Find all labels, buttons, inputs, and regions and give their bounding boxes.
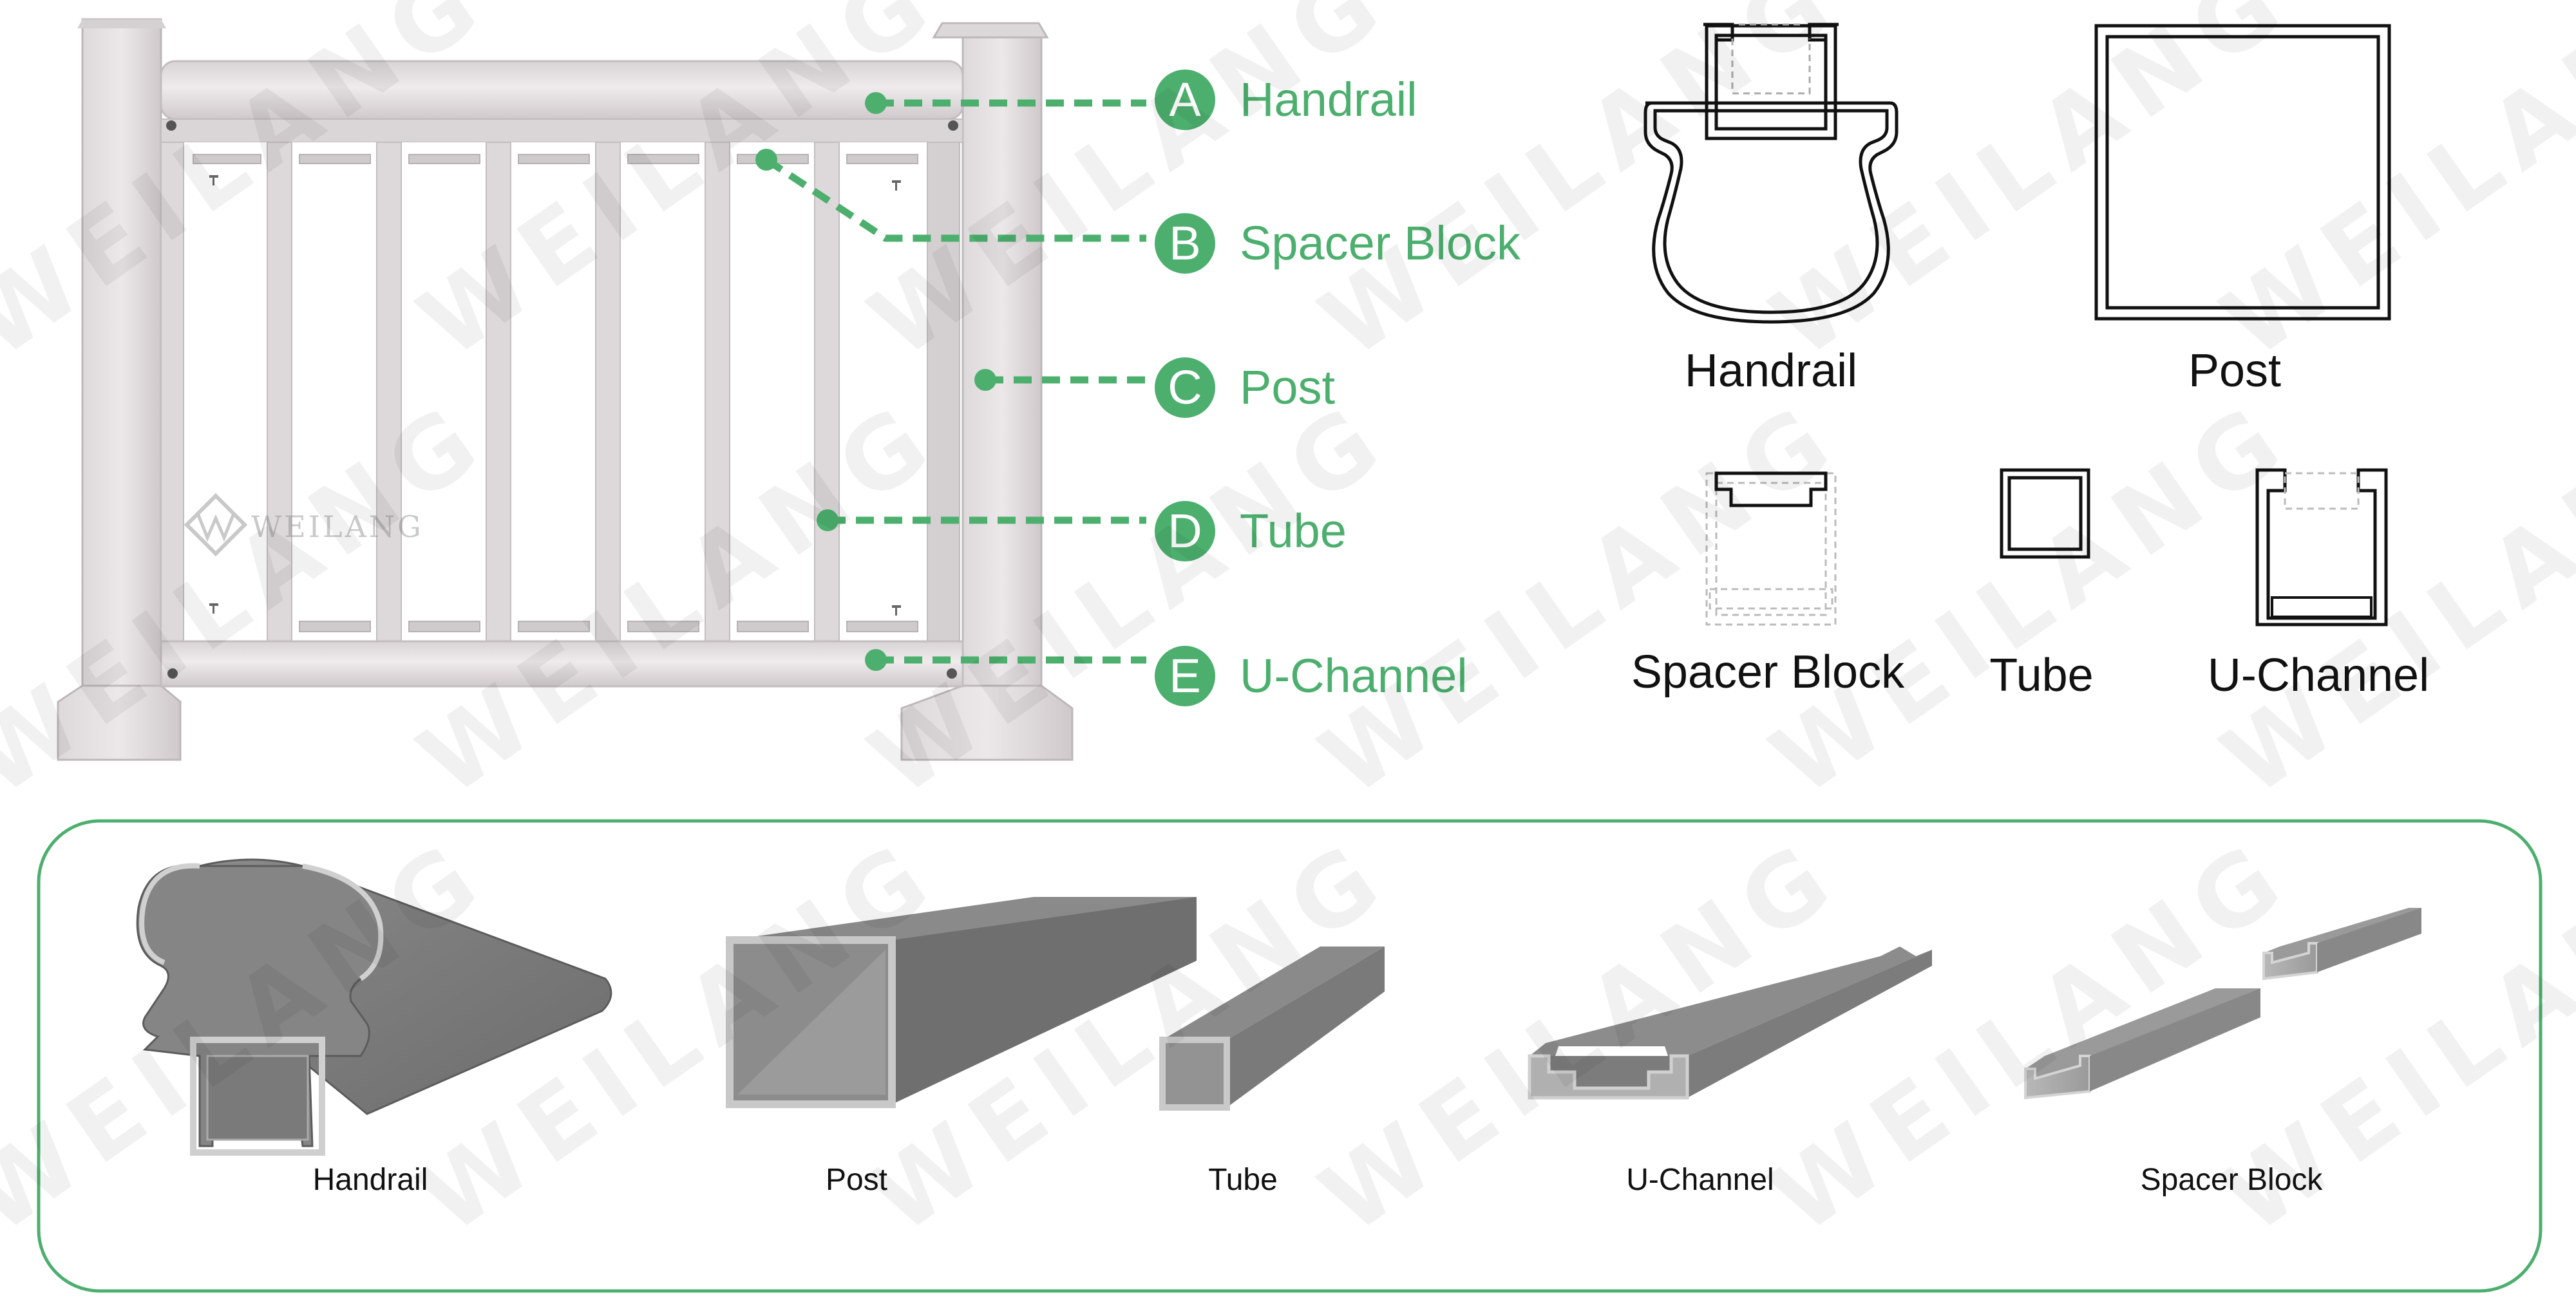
callout-letter-c: C [1168, 361, 1202, 414]
callout-label-post: Post [1240, 361, 1336, 414]
product-spacer-block-small [2262, 908, 2421, 981]
product-label-post: Post [826, 1163, 887, 1197]
section-label-spacer-block: Spacer Block [1631, 646, 1905, 698]
railing-illustration: WEILANG [57, 18, 1074, 761]
weilang-logo: WEILANG [184, 493, 424, 557]
product-post [726, 897, 1197, 1108]
svg-text:WEILANG: WEILANG [251, 509, 424, 544]
product-label-spacer-block: Spacer Block [2141, 1163, 2324, 1197]
product-u-channel [1528, 946, 1932, 1100]
top-handrail [160, 60, 964, 143]
section-u-channel [2255, 468, 2388, 626]
bottom-u-channel [160, 640, 964, 688]
leader-b [764, 156, 1146, 242]
callout-label-spacer-block: Spacer Block [1240, 216, 1521, 270]
product-spacer-block-large [2024, 988, 2260, 1100]
callout-c: C Post [1155, 357, 1336, 418]
product-handrail [136, 858, 612, 1156]
product-label-handrail: Handrail [313, 1163, 428, 1197]
section-label-tube: Tube [1989, 650, 2093, 701]
product-label-tube: Tube [1208, 1163, 1278, 1197]
right-post [900, 22, 1074, 761]
callout-letter-a: A [1169, 73, 1201, 126]
leader-dots [755, 92, 996, 671]
section-handrail [1643, 23, 1899, 324]
callout-d: D Tube [1155, 501, 1347, 561]
callout-a: A Handrail [1155, 70, 1417, 130]
product-frame [37, 819, 2543, 1293]
spacer-blocks-bottom [299, 621, 918, 632]
callout-letter-e: E [1169, 649, 1200, 702]
callout-label-tube: Tube [1240, 504, 1347, 558]
product-label-u-channel: U-Channel [1626, 1163, 1774, 1197]
callout-letter-d: D [1168, 504, 1202, 558]
section-post [2094, 24, 2391, 321]
callout-b: B Spacer Block [1155, 213, 1521, 274]
section-tube [2000, 468, 2090, 559]
callout-letter-b: B [1169, 216, 1200, 270]
section-label-handrail: Handrail [1685, 345, 1857, 397]
section-spacer-block [1705, 471, 1837, 626]
callout-leaders [764, 99, 1146, 664]
balusters [160, 142, 960, 645]
spacer-blocks-top [193, 154, 918, 164]
left-post [57, 18, 182, 761]
callout-e: E U-Channel [1155, 646, 1468, 706]
product-tube [1159, 946, 1385, 1111]
callout-label-u-channel: U-Channel [1240, 649, 1468, 702]
section-label-u-channel: U-Channel [2208, 650, 2429, 701]
callout-label-handrail: Handrail [1240, 73, 1417, 126]
section-label-post: Post [2188, 345, 2281, 397]
screws [209, 175, 901, 616]
